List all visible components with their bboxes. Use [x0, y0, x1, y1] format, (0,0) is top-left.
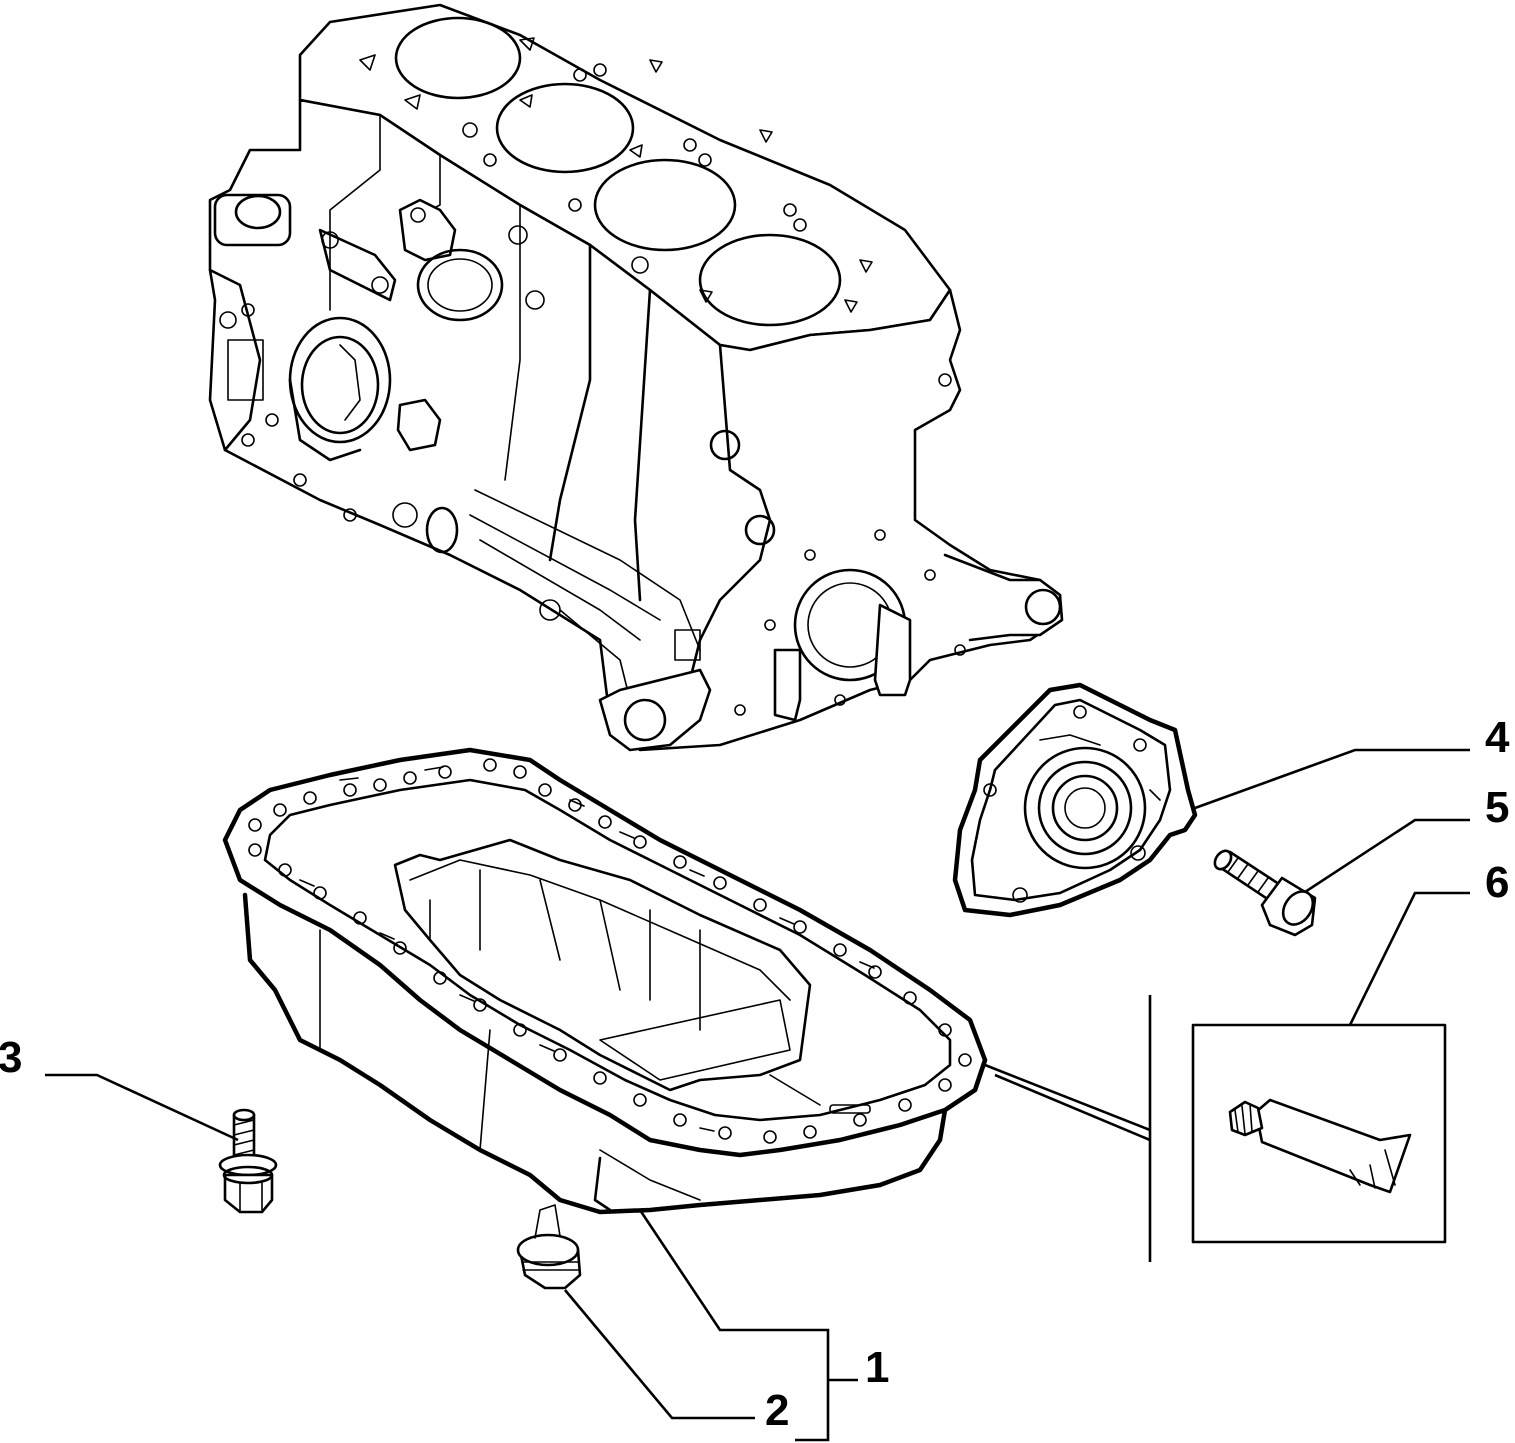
- callout-1: 1: [865, 1343, 889, 1392]
- drain-plug: [516, 1204, 582, 1290]
- sealant-tube-box: [1191, 1023, 1447, 1244]
- engine-block: [208, 3, 1064, 752]
- oil-pan: [222, 747, 988, 1215]
- callout-2: 2: [765, 1386, 789, 1435]
- sealant-tube-icon: [1228, 1098, 1412, 1194]
- callout-6: 6: [1485, 858, 1509, 907]
- leader-lines: [45, 748, 1470, 1442]
- bolt-with-washer: [218, 1108, 278, 1214]
- callout-5: 5: [1485, 783, 1509, 832]
- callout-4: 4: [1485, 713, 1510, 762]
- callout-3: 3: [0, 1033, 22, 1082]
- flange-bolt-holes: [248, 758, 972, 1144]
- rear-cover-with-seal: [952, 682, 1198, 918]
- flange-bolt: [1213, 849, 1317, 937]
